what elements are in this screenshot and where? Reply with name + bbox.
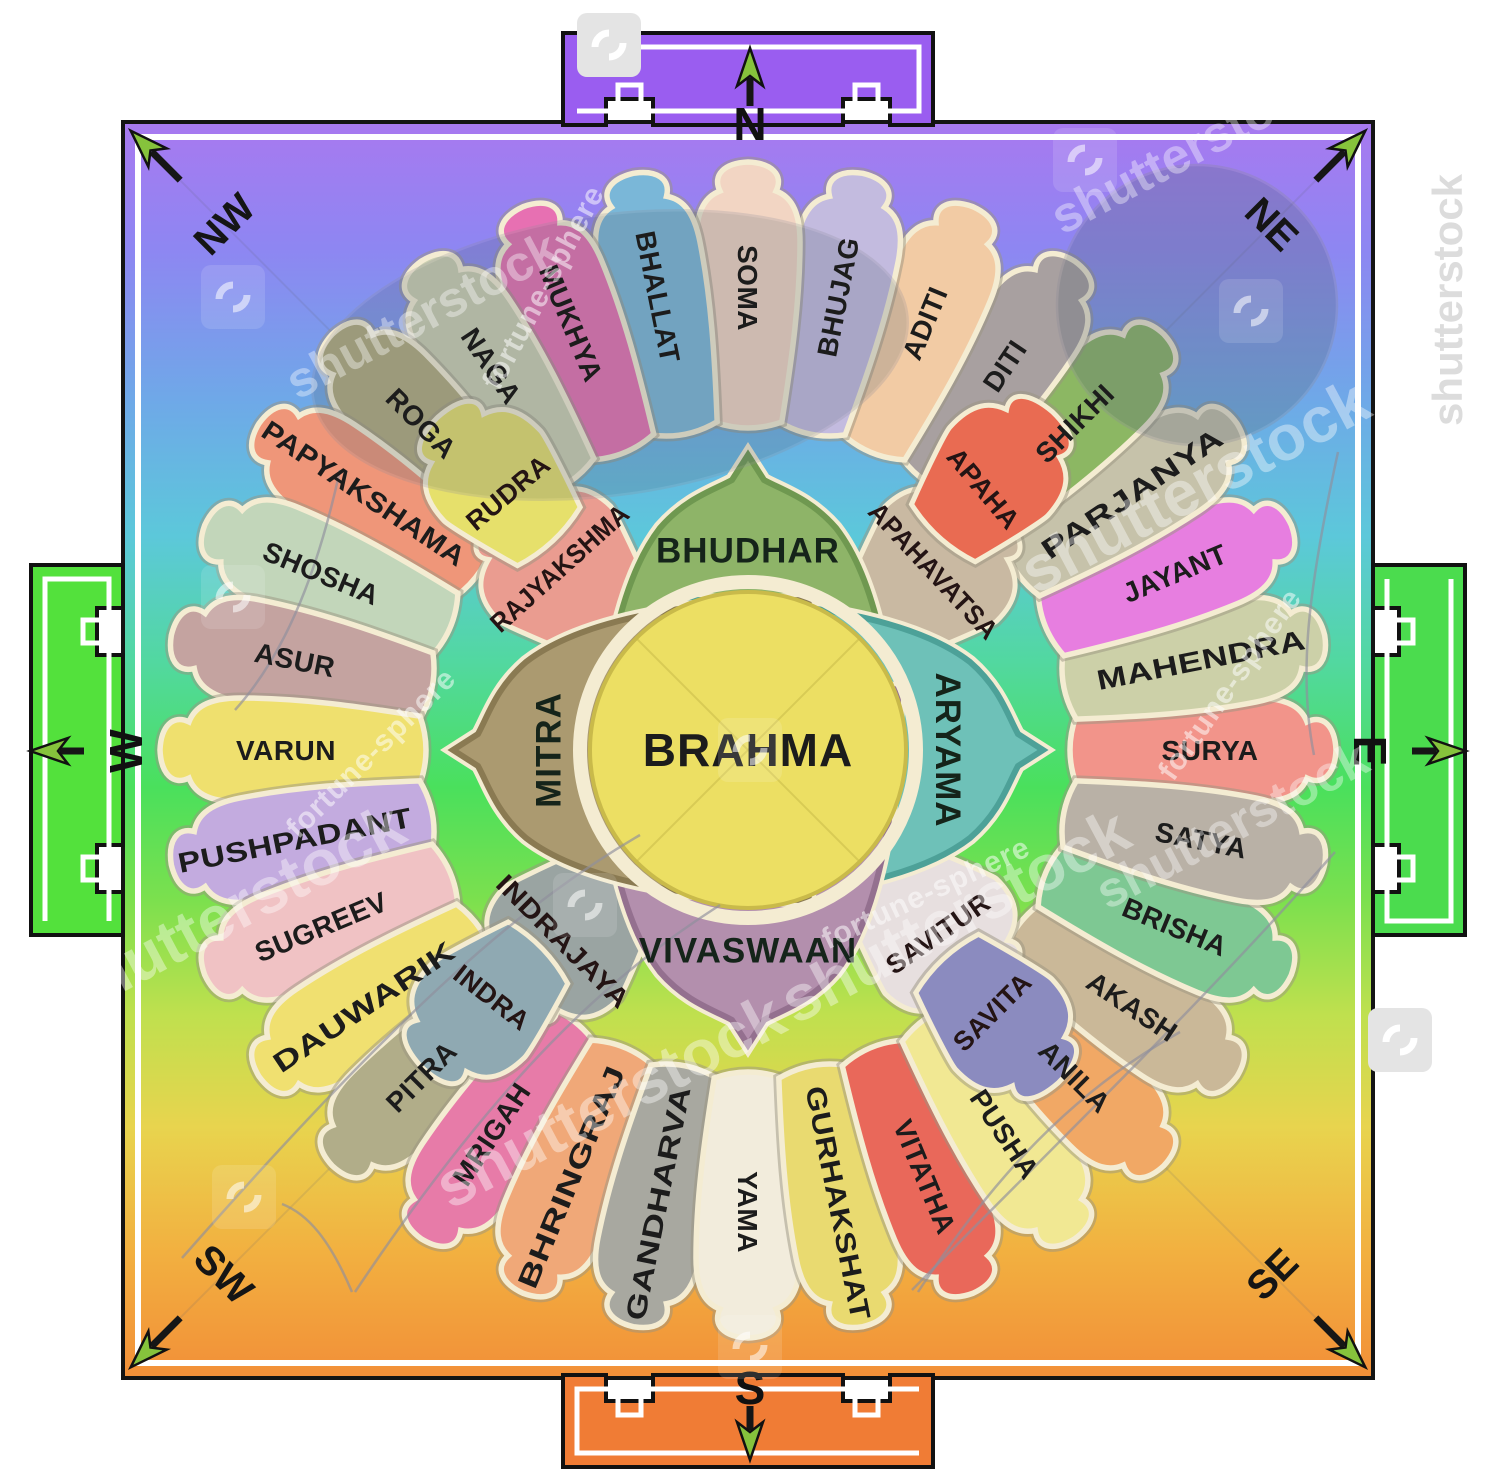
cardinal-label-s: S xyxy=(735,1362,766,1414)
dome-label-aryama: ARYAMA xyxy=(928,672,967,827)
cardinal-label-n: N xyxy=(733,98,766,150)
northwest-arrow-icon xyxy=(127,127,183,183)
southeast-arrow-icon xyxy=(1313,1315,1369,1371)
petal-label-surya: SURYA xyxy=(1162,735,1259,766)
square-inner-border xyxy=(135,134,1361,1366)
inner-corner-petals xyxy=(398,390,1082,1105)
dome-label-vivaswaan: VIVASWAAN xyxy=(639,931,857,970)
south-arrow-icon xyxy=(734,1406,766,1464)
shutterstock-watermark: shutterstock xyxy=(1424,173,1471,426)
shutterstock-logo-icon xyxy=(212,1165,276,1229)
petal-apaha xyxy=(905,390,1077,568)
petal-indra xyxy=(398,915,574,1090)
brahma-label: BRAHMA xyxy=(643,724,853,776)
cardinal-label-e: E xyxy=(1344,736,1396,767)
southwest-arrow-icon xyxy=(127,1315,183,1371)
east-arrow-icon xyxy=(1412,735,1470,767)
petal-label-soma: SOMA xyxy=(732,245,763,331)
petal-satya xyxy=(1056,775,1331,908)
dome-label-mitra: MITRA xyxy=(529,692,568,808)
petal-savita xyxy=(909,928,1082,1105)
shutterstock-logo-icon xyxy=(553,873,617,937)
shutterstock-logo-icon xyxy=(1053,128,1117,192)
shutterstock-logo-icon xyxy=(718,718,782,782)
shutterstock-logo-icon xyxy=(718,1315,782,1379)
dome-label-bhudhar: BHUDHAR xyxy=(656,531,840,570)
shutterstock-logo-icon xyxy=(201,565,265,629)
shutterstock-logo-icon xyxy=(577,13,641,77)
petal-label-varun: VARUN xyxy=(236,735,336,766)
northeast-arrow-icon xyxy=(1313,127,1369,183)
petal-label-yama: YAMA xyxy=(732,1171,763,1253)
vastu-purusha-overlay xyxy=(181,163,1340,1293)
purusha-head-shape xyxy=(1055,163,1339,447)
cardinal-label-w: W xyxy=(100,729,152,773)
shutterstock-logo-icon xyxy=(1219,279,1283,343)
west-arrow-icon xyxy=(26,735,84,767)
petal-rudra xyxy=(414,395,587,572)
purusha-torso-shape xyxy=(311,208,909,502)
north-arrow-icon xyxy=(734,44,766,106)
brahma-circle-group xyxy=(573,575,923,925)
shutterstock-logo-icon xyxy=(1368,1008,1432,1072)
shutterstock-logo-icon xyxy=(201,265,265,329)
